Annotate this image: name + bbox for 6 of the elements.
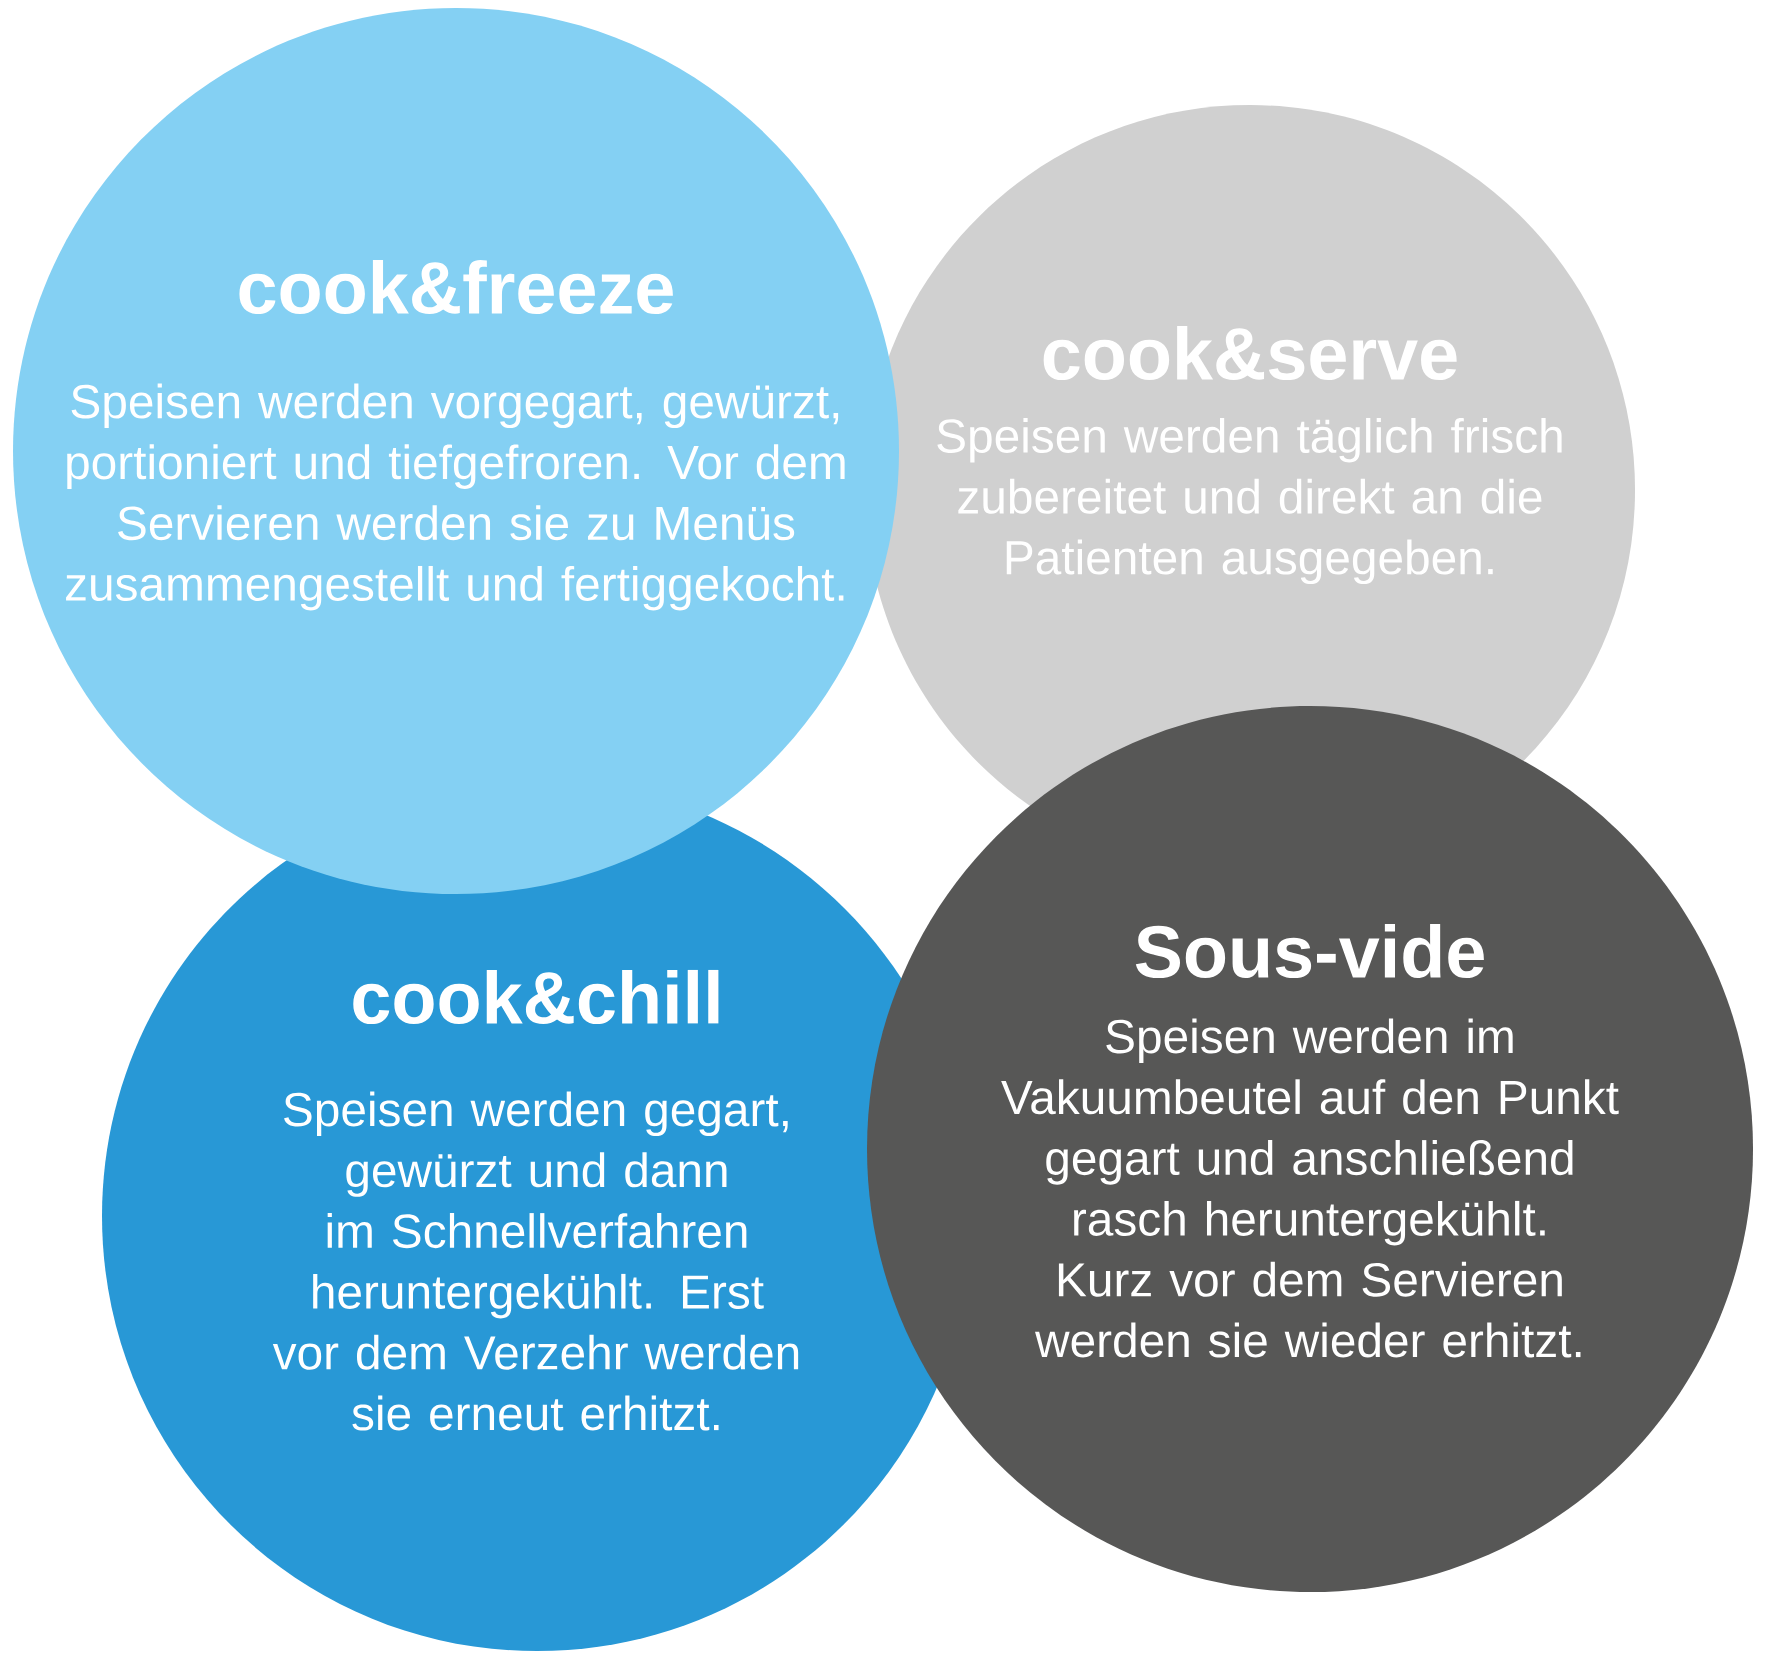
heading: cook&freeze (239, 259, 673, 315)
heading: Sous-vide (1135, 923, 1484, 979)
description: Speisen werden im Vakuumbeutel auf den Punkt gegart und anschließend rasch heruntergekühlt. Kurz vor dem Servieren werden sie wieder erhitzt. (1001, 1018, 1619, 1358)
description: Speisen werden gegart, gewürzt und dann im Schnellverfahren heruntergekühlt. Erst vor dem Verzehr werden sie erneut erhitzt. (272, 1091, 799, 1431)
description: Speisen werden vorgegart, gewürzt, portioniert und tiefgefroren. Vor dem Servieren werden sie zu Menüs zusammengestellt und fertiggekocht. (66, 383, 845, 611)
heading: cook&chill (353, 969, 719, 1025)
